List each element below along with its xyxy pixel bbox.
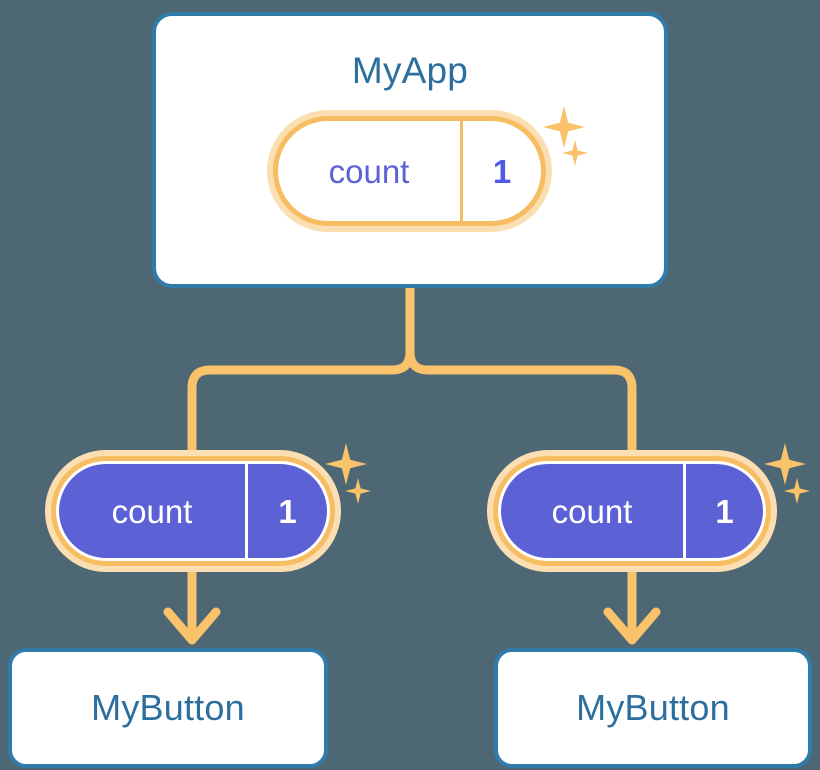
signal-name-root: count (278, 121, 463, 221)
signal-pill-right[interactable]: count 1 (487, 450, 777, 572)
signal-value-left: 1 (278, 492, 297, 530)
signal-pill-right-inner: count 1 (498, 461, 766, 561)
signal-pill-left-inner: count 1 (56, 461, 330, 561)
connector-branch-right (405, 347, 637, 457)
signal-value-root: 1 (492, 152, 512, 190)
component-title-myapp: MyApp (351, 50, 469, 91)
component-card-mybutton-right[interactable]: MyButton (494, 648, 812, 768)
component-title-mybutton-left: MyButton (91, 687, 245, 728)
arrow-left-signal-to-button (163, 567, 221, 645)
signal-value-right: 1 (715, 492, 734, 530)
component-card-mybutton-left[interactable]: MyButton (8, 648, 328, 768)
signal-name-right: count (501, 464, 686, 558)
connector-trunk-and-branches (187, 283, 415, 457)
signal-pill-root-inner: count 1 (278, 121, 541, 221)
signal-name-left: count (59, 464, 248, 558)
component-card-myapp[interactable]: MyApp (152, 12, 668, 288)
signal-pill-left[interactable]: count 1 (45, 450, 341, 572)
component-title-mybutton-right: MyButton (576, 687, 730, 728)
arrow-right-signal-to-button (603, 567, 661, 645)
signal-pill-root[interactable]: count 1 (267, 110, 552, 232)
